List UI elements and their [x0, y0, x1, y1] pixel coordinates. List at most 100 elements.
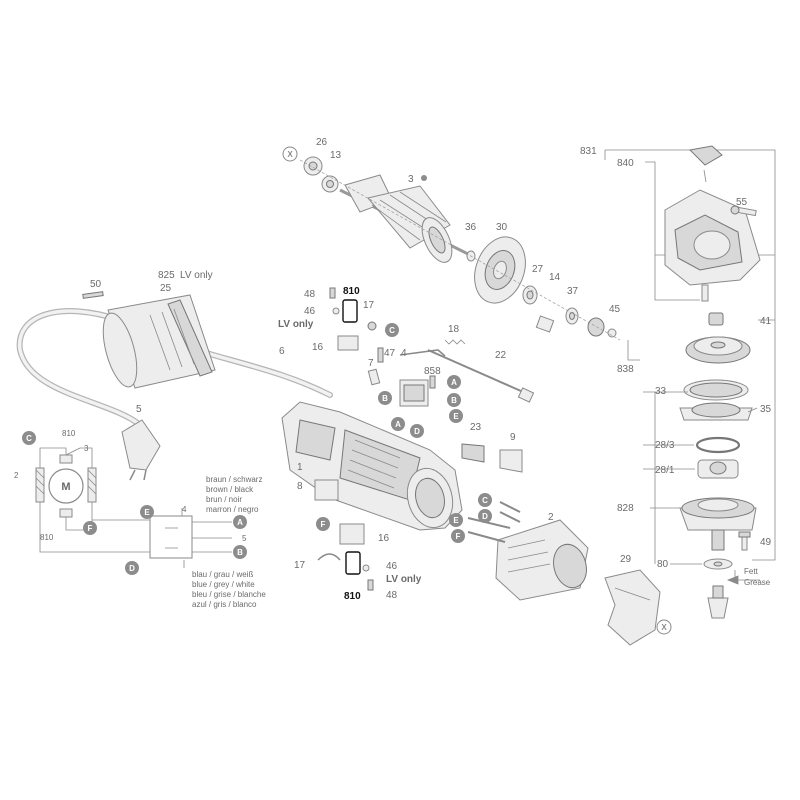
callout-14: 14 [549, 272, 561, 283]
marker-d-1: D [410, 424, 424, 438]
grease-label-fett: Fett [744, 567, 759, 576]
armature-group [303, 156, 617, 338]
sch-callout-5: 5 [242, 534, 247, 543]
schematic-brush-top [59, 454, 73, 464]
svg-text:X: X [661, 623, 667, 632]
bevel-gear-838 [685, 336, 751, 364]
svg-text:M: M [61, 481, 70, 493]
callout-831: 831 [580, 146, 597, 157]
legend-top-3: marron / negro [206, 505, 259, 514]
callout-810-lower: 810 [344, 591, 361, 602]
svg-text:E: E [453, 412, 459, 421]
screw-49 [738, 531, 751, 551]
part-14 [535, 315, 555, 333]
motor-housing-1 [281, 401, 463, 531]
callout-55: 55 [736, 197, 748, 208]
legend-top-1: brown / black [206, 485, 254, 494]
marker-sch-c: C [22, 431, 36, 445]
legend-bottom-0: blau / grau / weiß [192, 570, 253, 579]
wire-colour-legend: braun / schwarz brown / black brun / noi… [192, 475, 266, 609]
callout-13: 13 [330, 150, 342, 161]
gear-head-group [605, 145, 776, 619]
callout-22: 22 [495, 350, 507, 361]
legend-bottom-1: blue / grey / white [192, 580, 255, 589]
callout-18: 18 [448, 324, 460, 335]
svg-text:F: F [321, 520, 326, 529]
legend-top-2: brun / noir [206, 495, 242, 504]
schematic-brush-bottom [59, 508, 73, 518]
svg-text:C: C [482, 496, 488, 505]
callout-17-lower: 17 [294, 560, 306, 571]
callout-46-upper: 46 [304, 306, 316, 317]
svg-text:B: B [382, 394, 388, 403]
svg-text:C: C [26, 434, 32, 443]
label-8 [314, 479, 339, 501]
callout-825: 825 [158, 270, 175, 281]
pinion-45 [587, 317, 605, 337]
callout-5: 5 [136, 404, 142, 415]
screw-858 [429, 375, 436, 389]
svg-text:A: A [237, 518, 243, 527]
callout-17-upper: 17 [363, 300, 375, 311]
wiring-schematic: M [35, 447, 232, 568]
brush-group-lower [317, 523, 374, 591]
clamping-nut [707, 585, 729, 619]
housing-screws [467, 501, 521, 543]
svg-text:C: C [389, 326, 395, 335]
svg-text:D: D [414, 427, 420, 436]
connection-markers: C B A D B E A C D E F F C F D E A B [22, 323, 492, 575]
callout-49: 49 [760, 537, 772, 548]
svg-text:A: A [451, 378, 457, 387]
marker-d-2: D [478, 509, 492, 523]
handle-cover-25 [102, 294, 216, 389]
callout-28-3: 28/3 [655, 440, 675, 451]
marker-sch-e: E [140, 505, 154, 519]
marker-sch-d: D [125, 561, 139, 575]
svg-text:F: F [456, 532, 461, 541]
bearing-flange-35 [679, 402, 753, 421]
nameplate-9 [499, 449, 523, 473]
clamp-7 [367, 368, 381, 386]
fan-30 [474, 236, 526, 304]
sch-callout-810-top: 810 [62, 429, 76, 438]
bearing-41 [708, 312, 724, 326]
callout-28-1: 28/1 [655, 465, 675, 476]
x-marker-bottom: X [656, 619, 672, 635]
callout-45: 45 [609, 304, 621, 315]
callout-838: 838 [617, 364, 634, 375]
callout-36: 36 [465, 222, 477, 233]
callout-50: 50 [90, 279, 102, 290]
callout-858: 858 [424, 366, 441, 377]
switch-rod-22 [427, 349, 535, 403]
brush-group-upper [329, 287, 377, 351]
marker-f-2: F [316, 517, 330, 531]
svg-text:E: E [453, 516, 459, 525]
carbon-brush-810-upper [342, 299, 358, 323]
callout-29: 29 [620, 554, 632, 565]
part-23 [461, 443, 485, 463]
callout-9: 9 [510, 432, 516, 443]
switch-4 [399, 379, 429, 407]
callout-6: 6 [279, 346, 285, 357]
ball-bearing-28-1 [697, 459, 739, 479]
callout-840: 840 [617, 158, 634, 169]
callout-828: 828 [617, 503, 634, 514]
callout-23: 23 [470, 422, 482, 433]
marker-sch-b: B [233, 545, 247, 559]
spindle-lock-button [688, 145, 723, 166]
callout-25: 25 [160, 283, 172, 294]
sch-callout-810-bottom: 810 [40, 533, 54, 542]
legend-bottom-2: bleu / grise / blanche [192, 590, 266, 599]
callout-labels: 26 13 3 36 30 27 14 37 45 831 840 55 41 … [14, 137, 772, 602]
svg-text:X: X [287, 150, 293, 159]
callout-37: 37 [567, 286, 579, 297]
callout-16-lower: 16 [378, 533, 390, 544]
callout-48-lower: 48 [386, 590, 398, 601]
marker-b-2: B [447, 393, 461, 407]
marker-e-1: E [449, 409, 463, 423]
marker-f-1: F [451, 529, 465, 543]
callout-35: 35 [760, 404, 772, 415]
marker-sch-a: A [233, 515, 247, 529]
legend-top-0: braun / schwarz [206, 475, 262, 484]
